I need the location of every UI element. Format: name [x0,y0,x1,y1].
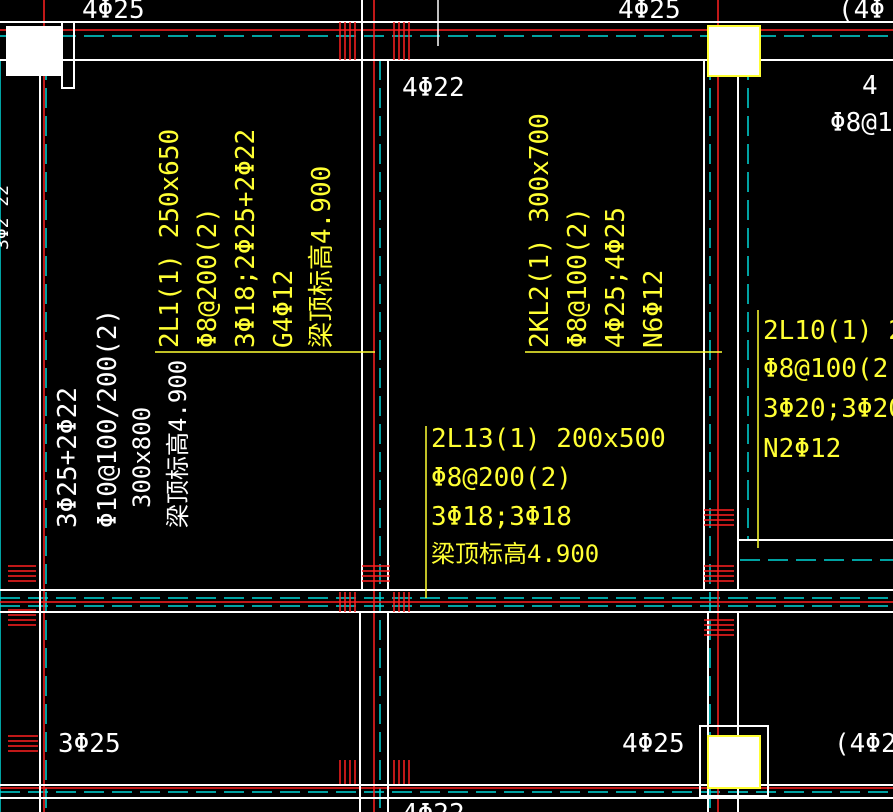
column-outline-top-left [61,21,75,89]
beam-2l1-annotation: 2L1(1) 250x650 Φ8@200(2) 3Φ18;2Φ25+2Φ22 … [155,129,337,348]
beam-2l10-line-3: 3Φ20;3Φ20 [763,394,893,424]
hidden-beam-lines [0,35,893,812]
column-outline-bottom-right [699,725,769,797]
beam-2l10-line-4: N2Φ12 [763,434,841,464]
label-right-b: Φ8@1 [830,108,893,138]
beam-2l1-line-5: 梁顶标高4.900 [307,166,337,348]
left-edge-fragment: 3Φ2 22 [0,185,13,250]
label-right-a: 4 [862,71,878,101]
beam-2l13-line-4: 梁顶标高4.900 [431,540,599,568]
label-bottom-cut: 4Φ22 [402,799,465,812]
column-bottom-right [707,735,761,789]
beam-2l10-line-2: Φ8@100(2 [763,354,888,384]
beam-2l13-line-1: 2L13(1) 200x500 [431,424,666,454]
beam-2l1-line-2: Φ8@200(2) [193,207,223,348]
left-beam-annotation: 3Φ25+2Φ22 Φ10@100/200(2) 300x800 梁顶标高4.9… [53,309,192,528]
label-bottom-left: 3Φ25 [58,729,121,759]
beam-2kl2-line-1: 2KL2(1) 300x700 [525,113,555,348]
beam-2l13-annotation: 2L13(1) 200x500 Φ8@200(2) 3Φ18;3Φ18 梁顶标高… [431,424,666,568]
left-beam-line-4: 梁顶标高4.900 [164,360,192,528]
beam-2kl2-line-4: N6Φ12 [639,270,669,348]
column-top-right [707,25,761,77]
beam-2l10-line-1: 2L10(1) 25 [763,316,893,346]
beam-2l1-line-4: G4Φ12 [269,270,299,348]
beam-2l13-line-3: 3Φ18;3Φ18 [431,502,572,532]
left-beam-line-2: Φ10@100/200(2) [93,309,123,528]
beam-2l13-line-2: Φ8@200(2) [431,463,572,493]
label-bottom-center: 4Φ25 [622,729,685,759]
label-top-left: 4Φ25 [82,0,145,25]
label-top-center: 4Φ25 [618,0,681,25]
beam-2kl2-line-2: Φ8@100(2) [563,207,593,348]
label-below-top: 4Φ22 [402,73,465,103]
columns [6,21,769,797]
beam-2kl2-line-3: 4Φ25;4Φ25 [601,207,631,348]
beam-2kl2-annotation: 2KL2(1) 300x700 Φ8@100(2) 4Φ25;4Φ25 N6Φ1… [525,113,669,348]
label-bottom-right: (4Φ2 [834,729,893,759]
left-beam-line-3: 300x800 [128,407,156,508]
left-beam-line-1: 3Φ25+2Φ22 [53,387,83,528]
label-top-right: (4Φ [838,0,885,25]
beam-2l1-line-3: 3Φ18;2Φ25+2Φ22 [231,129,261,348]
rebar-ticks [8,22,734,784]
beam-2l1-line-1: 2L1(1) 250x650 [155,129,185,348]
beam-2l10-annotation: 2L10(1) 25 Φ8@100(2 3Φ20;3Φ20 N2Φ12 [763,316,893,464]
column-top-left [6,26,62,76]
leader-lines [155,0,759,598]
